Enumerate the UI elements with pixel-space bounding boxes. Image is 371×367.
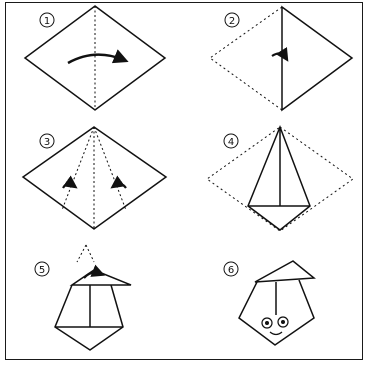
step-2: 2 [210,7,352,110]
fold-arrow [68,55,124,63]
step-number: 3 [44,137,50,148]
right-eye [278,317,288,327]
step-number: 1 [44,16,50,27]
kite-shape [248,127,310,230]
step-4: 4 [207,127,353,231]
step-3: 3 [23,127,166,229]
left-fold-line [62,127,94,210]
left-eye [262,318,272,328]
step-number: 6 [228,265,234,276]
hat-body [55,285,123,350]
step-number-badge: 5 [35,262,49,276]
unfolded-edge [210,7,282,110]
step-number: 5 [39,265,45,276]
step-number-badge: 3 [40,134,54,148]
fold-arrow [272,53,286,58]
step-number: 4 [228,137,234,148]
fold-arrow [84,273,101,278]
left-fold-arrow [63,184,74,188]
step-number-badge: 2 [225,13,239,27]
step-1: 1 [25,6,165,110]
folded-tip [72,270,131,285]
step-6: 6 [224,261,314,345]
right-fold-arrow [114,184,126,188]
tip-fold-line [86,245,94,262]
step-5: 5 [35,245,131,350]
tip-fold-line [77,245,86,262]
folded-tip [255,261,314,282]
step-number-badge: 4 [224,134,238,148]
step-number-badge: 1 [40,13,54,27]
right-fold-line [94,127,126,210]
step-number: 2 [229,16,235,27]
smile-mouth [270,332,282,335]
folded-triangle [282,7,352,110]
step-number-badge: 6 [224,262,238,276]
